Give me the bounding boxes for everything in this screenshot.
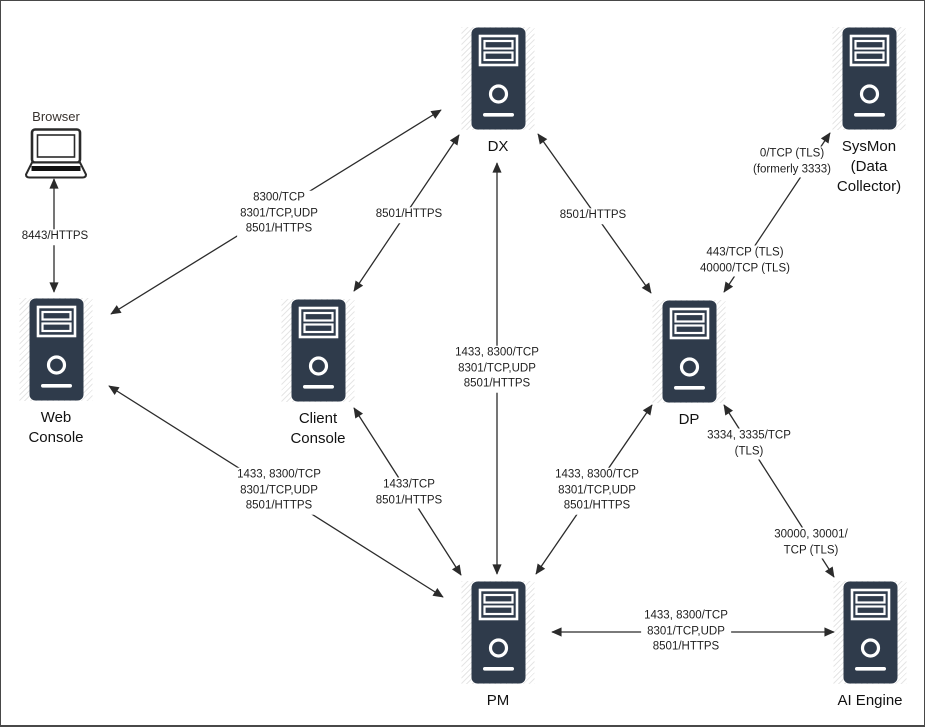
node-label: Client Console (290, 410, 346, 447)
edge-label-dp-sysmon-upper: 0/TCP (TLS) (formerly 3333) (750, 146, 834, 178)
node-browser: Browser (1, 109, 119, 180)
edge-label-dp-ai-engine-upper: 3334, 3335/TCP (TLS) (704, 428, 794, 460)
node-label: Web Console (28, 409, 84, 446)
edge-label-client-console-dx: 8501/HTTPS (372, 207, 446, 223)
edge-label-dp-sysmon-lower: 443/TCP (TLS) 40000/TCP (TLS) (697, 245, 793, 277)
node-label: DP (678, 411, 700, 428)
edge-label-dx-pm: 1433, 8300/TCP 8301/TCP,UDP 8501/HTTPS (452, 345, 542, 393)
node-label: SysMon (Data Collector) (836, 138, 902, 195)
server-icon (841, 27, 897, 130)
server-icon (290, 299, 346, 402)
node-label: AI Engine (837, 692, 903, 709)
server-icon (470, 27, 526, 130)
edge-label-pm-ai-engine: 1433, 8300/TCP 8301/TCP,UDP 8501/HTTPS (641, 608, 731, 656)
edge-label-browser-web-console: 8443/HTTPS (18, 229, 92, 245)
edge-label-dp-pm: 1433, 8300/TCP 8301/TCP,UDP 8501/HTTPS (552, 467, 642, 515)
node-label: Browser (32, 109, 80, 124)
edge-label-dp-ai-engine-lower: 30000, 30001/ TCP (TLS) (771, 527, 851, 559)
node-web-console: Web Console (1, 298, 119, 448)
server-icon (661, 300, 717, 403)
edge-label-dx-dp: 8501/HTTPS (556, 208, 630, 224)
edge-label-client-console-pm: 1433/TCP 8501/HTTPS (372, 477, 446, 509)
server-icon (470, 581, 526, 684)
server-icon (28, 298, 84, 401)
node-dp: DP (626, 300, 752, 430)
laptop-icon (24, 128, 88, 179)
node-label: PM (486, 692, 510, 709)
node-sysmon: SysMon (Data Collector) (806, 27, 924, 196)
node-label: DX (487, 138, 509, 155)
node-client-console: Client Console (255, 299, 381, 449)
node-dx: DX (435, 27, 561, 157)
edge-label-web-console-pm: 1433, 8300/TCP 8301/TCP,UDP 8501/HTTPS (234, 467, 324, 515)
node-pm: PM (435, 581, 561, 711)
server-icon (842, 581, 898, 684)
edge-label-web-console-dx: 8300/TCP 8301/TCP,UDP 8501/HTTPS (237, 190, 321, 238)
node-ai-engine: AI Engine (807, 581, 924, 711)
